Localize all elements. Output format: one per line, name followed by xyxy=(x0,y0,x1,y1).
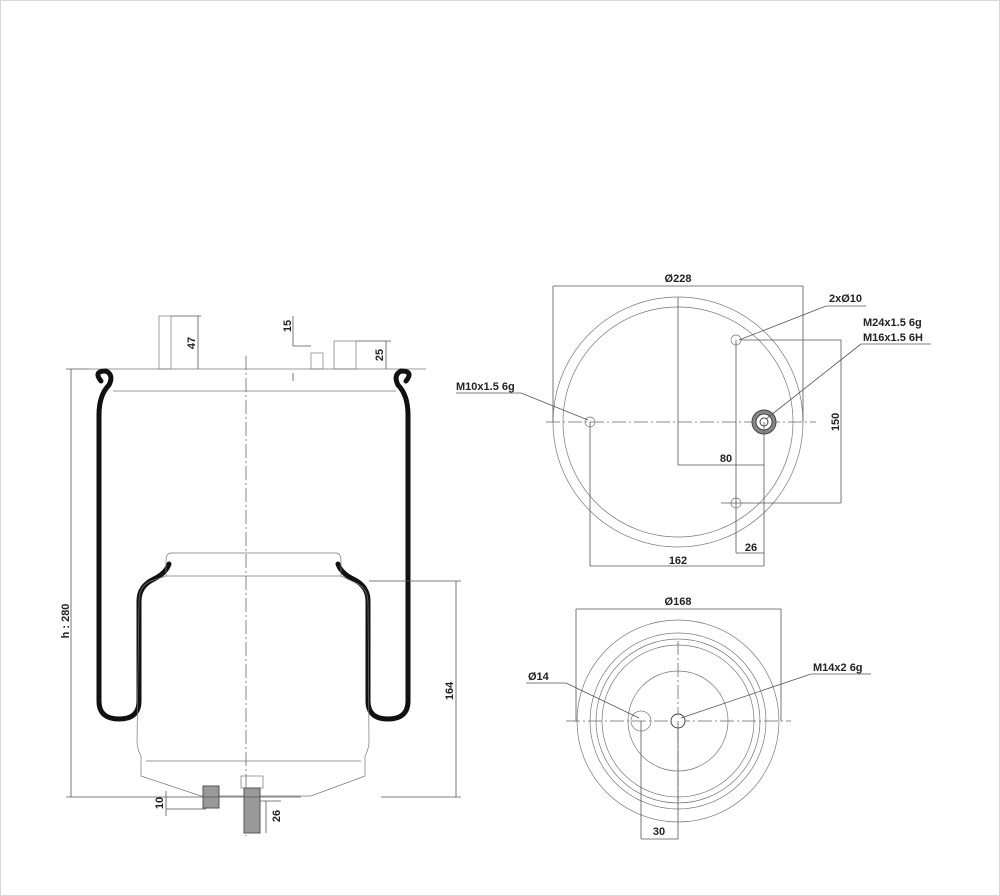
bellows-left xyxy=(95,368,172,722)
stud-right xyxy=(333,340,357,370)
dim-164: 164 xyxy=(444,681,456,700)
dim-25: 25 xyxy=(374,349,386,361)
air-fitting xyxy=(310,352,324,370)
dim-30: 30 xyxy=(653,826,665,838)
dim-26-side: 26 xyxy=(271,810,283,822)
label-holes: 2xØ10 xyxy=(829,293,862,305)
dim-diameter-228: Ø228 xyxy=(665,273,692,285)
label-thread-inner: M16x1.5 6H xyxy=(863,332,923,344)
dim-80: 80 xyxy=(720,453,732,465)
dim-26-top: 26 xyxy=(745,542,757,554)
label-thread-outer: M24x1.5 6g xyxy=(863,317,922,329)
dim-162: 162 xyxy=(669,555,687,567)
piston xyxy=(136,552,370,797)
side-view: h : 280 47 15 25 164 10 26 xyxy=(60,315,461,836)
dim-diameter-168: Ø168 xyxy=(665,596,692,608)
dim-15: 15 xyxy=(282,320,294,332)
dim-47: 47 xyxy=(186,337,198,349)
bottom-view: Ø168 Ø14 M14x2 6g 30 xyxy=(526,596,871,840)
dim-150: 150 xyxy=(830,413,842,431)
bottom-stud xyxy=(243,787,261,834)
stud-left xyxy=(158,315,172,370)
dim-10: 10 xyxy=(154,797,166,809)
label-side-thread: M10x1.5 6g xyxy=(456,381,515,393)
label-thread-m14: M14x2 6g xyxy=(813,662,863,674)
bellows-right xyxy=(335,368,412,722)
dim-height: h : 280 xyxy=(60,604,72,639)
label-hole-14: Ø14 xyxy=(528,671,550,683)
top-view: Ø228 2xØ10 M24x1.5 6g M16x1.5 6H M10x1.5… xyxy=(456,273,931,567)
